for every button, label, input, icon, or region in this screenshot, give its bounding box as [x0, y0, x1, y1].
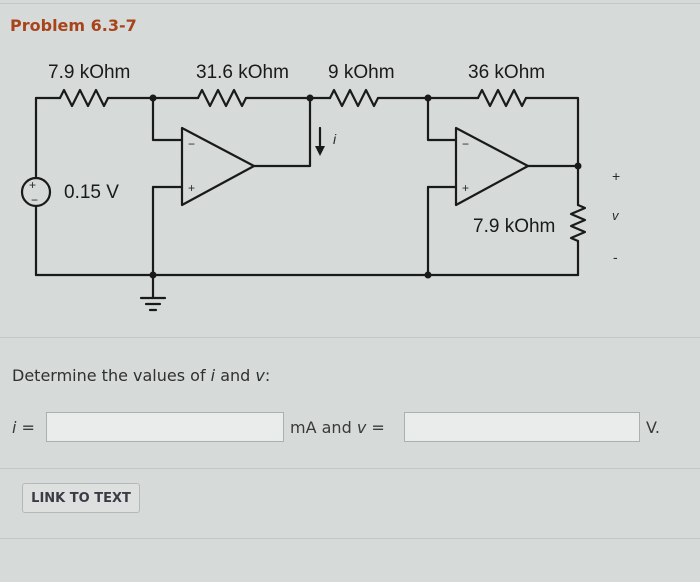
opamp2-triangle [454, 126, 530, 207]
label-current-i: i [333, 131, 337, 147]
top-divider [0, 3, 700, 4]
node-dot-4 [574, 162, 582, 170]
opamp2-minus: − [462, 137, 469, 151]
voltage-source-circle [20, 176, 52, 208]
question-suffix: : [264, 366, 271, 385]
opamp2-plus: + [462, 181, 469, 195]
i-var: i [12, 418, 17, 437]
question-and: and [215, 366, 256, 385]
v-answer-label: mA and v = [290, 418, 385, 437]
label-r-load: 7.9 kOhm [473, 216, 555, 237]
label-r1: 7.9 kOhm [48, 62, 130, 83]
label-r4: 36 kOhm [468, 62, 545, 83]
v-answer-input[interactable] [404, 412, 640, 442]
link-to-text-button[interactable]: LINK TO TEXT [22, 483, 140, 513]
question-prefix: Determine the values of [12, 366, 211, 385]
opamp1-inv-input [151, 96, 184, 142]
circuit-diagram: 7.9 kOhm 31.6 kOhm 9 kOhm 36 kOhm 0.15 V… [20, 62, 620, 312]
wire-top-r4-right [524, 96, 580, 166]
v-equals: = [366, 418, 385, 437]
label-source: 0.15 V [64, 182, 119, 203]
label-v-minus: - [613, 249, 618, 265]
node-dot-3 [424, 94, 432, 102]
resistor-r2-zigzag [196, 88, 248, 108]
i-answer-input[interactable] [46, 412, 284, 442]
node-dot-6 [424, 271, 432, 279]
question-var-v: v [255, 366, 265, 385]
opamp1-plus: + [188, 181, 195, 195]
i-answer-label: i = [12, 418, 35, 437]
node-dot-5 [149, 271, 157, 279]
answer-divider [0, 468, 700, 469]
i-equals: = [16, 418, 35, 437]
opamp2-inv-input [426, 96, 458, 142]
opamp1-triangle [180, 126, 256, 207]
label-r3: 9 kOhm [328, 62, 395, 83]
resistor-r1-zigzag [58, 88, 110, 108]
resistor-r3-zigzag [328, 88, 380, 108]
question-var-i: i [210, 366, 216, 385]
problem-title: Problem 6.3-7 [10, 16, 137, 35]
opamp1-minus: − [188, 137, 195, 151]
i-unit-and: mA and [290, 418, 357, 437]
v-var: v [356, 418, 367, 437]
source-plus: + [29, 178, 36, 192]
resistor-load-zigzag [569, 203, 587, 243]
node-dot-1 [149, 94, 157, 102]
question-text: Determine the values of i and v: [12, 366, 270, 385]
section-divider [0, 337, 700, 338]
label-r2: 31.6 kOhm [196, 62, 289, 83]
current-arrow-head [315, 146, 325, 156]
v-unit: V. [646, 418, 660, 437]
answer-row: i = mA and v = V. [0, 412, 700, 462]
source-minus: − [31, 193, 38, 207]
label-v-plus: + [612, 168, 620, 184]
resistor-r4-zigzag [476, 88, 528, 108]
label-v: v [612, 208, 620, 223]
node-dot-2 [306, 94, 314, 102]
opamp1-output [252, 96, 312, 168]
bottom-divider [0, 538, 700, 539]
